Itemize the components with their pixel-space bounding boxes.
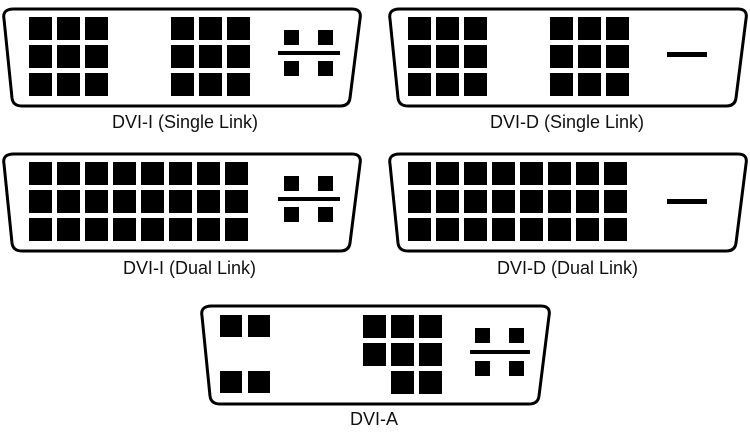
analog-pins <box>278 176 340 222</box>
pin-block-right <box>171 17 250 96</box>
connector-dvi-i-single <box>2 7 362 108</box>
pin-block-left <box>408 17 487 96</box>
analog-pins <box>470 328 530 376</box>
caption-dvi-d-dual: DVI-D (Dual Link) <box>497 258 639 278</box>
connector-dvi-i-dual <box>2 152 362 253</box>
caption-dvi-a: DVI-A <box>350 409 399 429</box>
analog-pin-pairs <box>220 315 270 393</box>
pin-grid <box>408 162 627 241</box>
pin-block-left <box>29 17 108 96</box>
analog-pins <box>278 30 340 76</box>
caption-dvi-i-dual: DVI-I (Dual Link) <box>123 258 257 278</box>
connector-dvi-d-dual <box>388 152 748 253</box>
pin-block-right <box>550 17 629 96</box>
connector-dvi-d-single <box>388 7 748 108</box>
caption-dvi-i-single: DVI-I (Single Link) <box>112 112 259 132</box>
connector-dvi-a <box>200 304 551 406</box>
ground-blade <box>667 52 707 57</box>
pin-block <box>363 315 442 394</box>
ground-blade <box>667 199 707 204</box>
pin-grid <box>29 162 248 241</box>
caption-dvi-d-single: DVI-D (Single Link) <box>490 112 645 132</box>
